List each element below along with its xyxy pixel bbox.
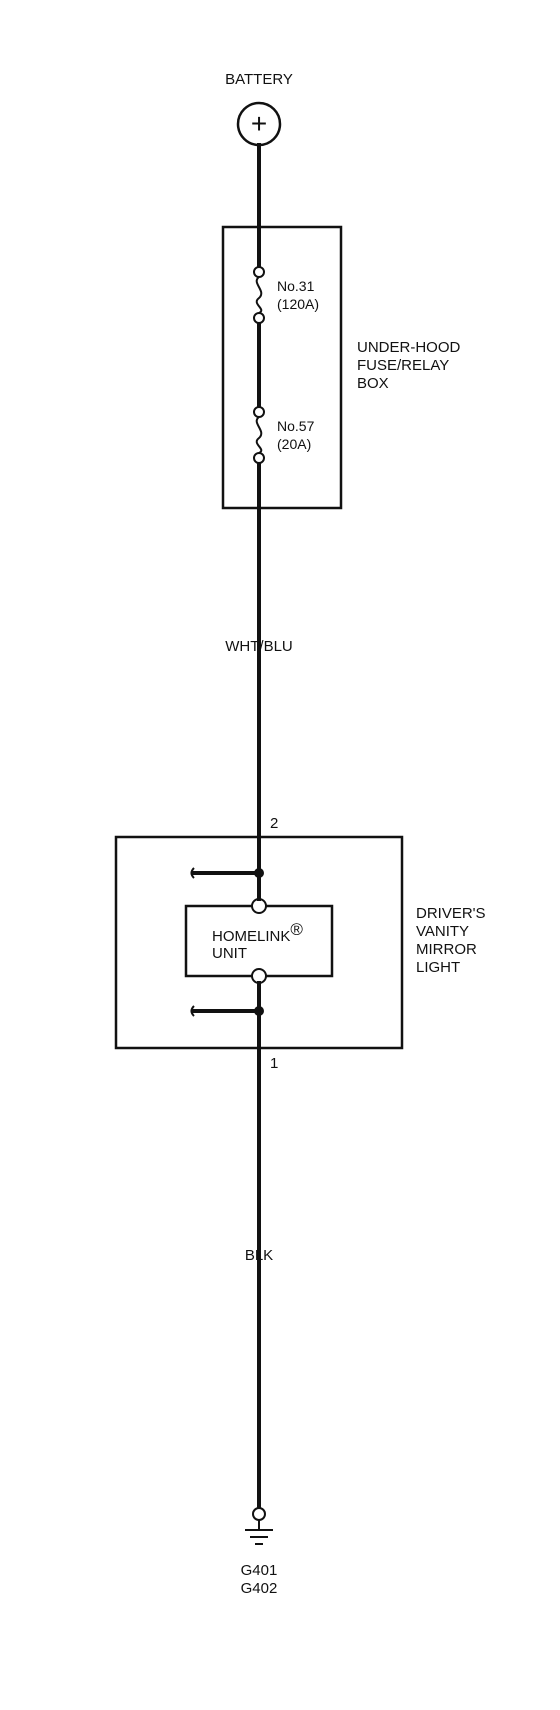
mirror-light-label-line-3: MIRROR bbox=[416, 941, 477, 958]
mirror-light-label-line-2: VANITY bbox=[416, 923, 469, 940]
lower-branch-hook bbox=[190, 1005, 195, 1017]
homelink-unit-label: UNIT bbox=[212, 945, 247, 962]
fuse-57-rating: (20A) bbox=[277, 436, 311, 452]
homelink-name: HOMELINK® bbox=[212, 920, 303, 945]
under-hood-fuse-relay-box: No.31 (120A) No.57 (20A) UNDER-HOOD FUSE… bbox=[221, 225, 460, 510]
homelink-terminal-top bbox=[251, 898, 267, 914]
fuse-57-terminal-top bbox=[253, 406, 265, 418]
fuse-31-number: No.31 bbox=[277, 278, 315, 294]
fuse-31-terminal-top bbox=[253, 266, 265, 278]
fuse-57-terminal-bottom bbox=[253, 452, 265, 464]
homelink-registered-mark: ® bbox=[290, 920, 303, 939]
fuse-31: No.31 (120A) bbox=[253, 266, 319, 324]
homelink-terminal-bottom bbox=[251, 968, 267, 984]
mirror-light-label-line-1: DRIVER'S bbox=[416, 905, 486, 922]
ground-label-1: G401 bbox=[241, 1562, 278, 1579]
fuse-57-number: No.57 bbox=[277, 418, 315, 434]
fuse-box-outline bbox=[221, 225, 343, 510]
fuse-31-element bbox=[255, 276, 263, 314]
battery-label: BATTERY bbox=[225, 71, 293, 88]
drivers-vanity-mirror-light: 2 HOMELINK® UNIT 1 DRIVER'S VANITY MIRRO… bbox=[114, 815, 486, 1072]
ground-terminal bbox=[252, 1507, 266, 1521]
wire-color-lower: BLK bbox=[245, 1247, 273, 1264]
wire-color-upper: WHT/BLU bbox=[225, 638, 293, 655]
ground-label-2: G402 bbox=[241, 1580, 278, 1597]
fuse-57: No.57 (20A) bbox=[253, 406, 315, 464]
upper-branch-hook bbox=[190, 867, 195, 879]
ground: G401 G402 bbox=[241, 1507, 278, 1597]
fuse-31-rating: (120A) bbox=[277, 296, 319, 312]
fuse-box-label-line-3: BOX bbox=[357, 375, 389, 392]
mirror-light-label-line-4: LIGHT bbox=[416, 959, 460, 976]
homelink-name-text: HOMELINK bbox=[212, 928, 290, 945]
pin-bottom-number: 1 bbox=[270, 1055, 278, 1072]
battery-plus-sign: + bbox=[251, 108, 267, 139]
battery: BATTERY + bbox=[225, 71, 293, 147]
fuse-31-terminal-bottom bbox=[253, 312, 265, 324]
fuse-57-element bbox=[255, 416, 263, 454]
pin-top-number: 2 bbox=[270, 815, 278, 832]
fuse-box-label-line-1: UNDER-HOOD bbox=[357, 339, 460, 356]
fuse-box-label-line-2: FUSE/RELAY bbox=[357, 357, 449, 374]
